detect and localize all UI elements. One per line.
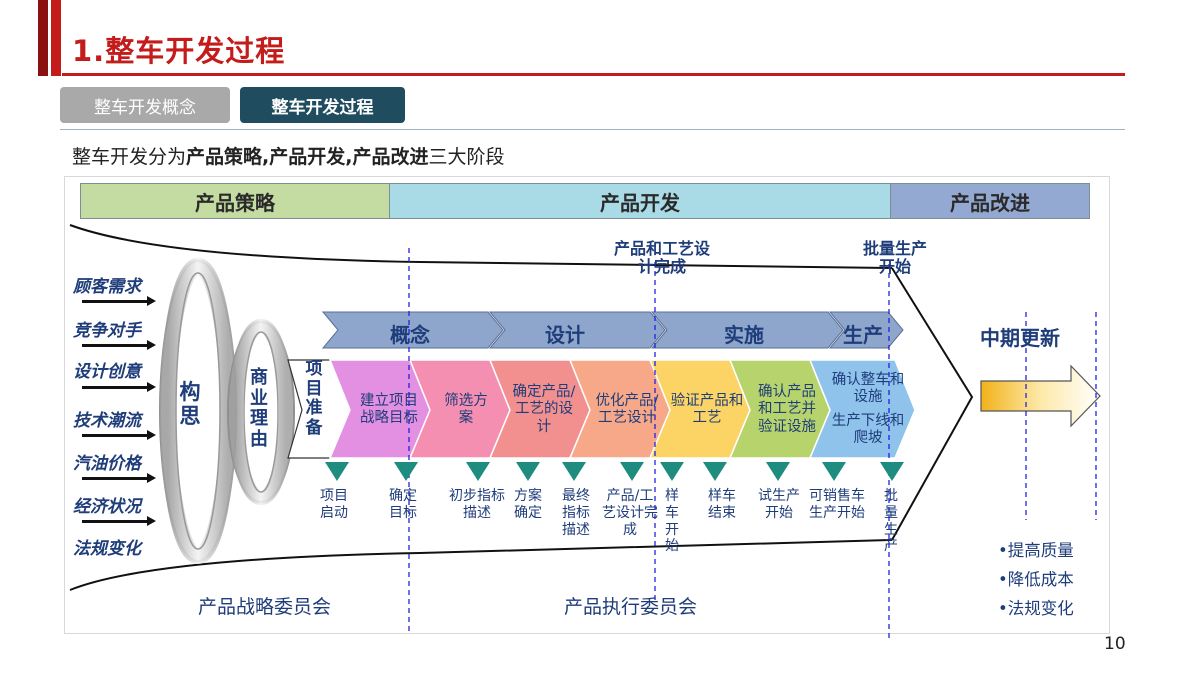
phase-product-improvement: 产品改进 [890,183,1090,219]
benefit-regulation-changes: •法规变化 [998,599,1074,618]
page-number: 10 [1104,634,1126,654]
stage-confirm-vehicle-label: 确认整车和设施 [831,372,905,406]
stage-confirm-vehicle: 确认整车和设施 生产下线和爬坡 [830,372,906,448]
subphase-execution: 实施 [724,322,764,347]
subphase-chevron-concept [321,311,504,349]
committee-product-execution: 产品执行委员会 [564,596,698,618]
intro-sep: , [262,146,270,168]
milestone-prototype-end: 样车结束 [708,488,736,521]
midterm-update-arrow [980,364,1101,428]
subphase-chevron-execution [650,311,844,349]
stage-build-strategy-goals: 建立项目战略目标 [360,392,418,426]
business-case-swirl [227,319,295,505]
milestone-project-start: 项目启动 [320,488,348,521]
milestone-final-indicators: 最终指标描述 [562,488,590,538]
milestone-triangle [562,462,586,481]
driver-design-creativity: 设计创意 [73,362,141,382]
milestone-triangle [325,462,349,481]
driver-arrow [82,473,156,483]
tab-vehicle-development-process[interactable]: 整车开发过程 [240,87,405,123]
driver-competitors: 竞争对手 [73,321,141,341]
intro-strategy: 产品策略 [186,146,263,168]
business-case-label: 商业理由 [250,367,268,451]
tab-vehicle-development-concept[interactable]: 整车开发概念 [60,87,230,123]
milestone-trial-production: 试生产开始 [758,488,800,521]
milestone-triangle [822,462,846,481]
benefit-improve-quality: •提高质量 [998,541,1074,560]
subphase-production: 生产 [843,322,883,347]
intro-development: 产品开发 [269,146,346,168]
driver-arrow [82,296,156,306]
intro-suffix: 三大阶段 [428,146,505,168]
stage-confirm-design: 确定产品/工艺的设计 [512,383,576,435]
stage-screen-options: 筛选方案 [444,392,488,426]
driver-economic-conditions: 经济状况 [73,497,141,517]
stage-verify-product: 验证产品和工艺 [670,392,744,426]
milestone-triangle [516,462,540,481]
driver-technology-trends: 技术潮流 [73,411,141,431]
tab-underline [60,129,1125,130]
milestone-initial-indicators: 初步指标描述 [449,488,505,521]
intro-sep: , [345,146,353,168]
title-underline [62,73,1125,76]
milestone-triangle [620,462,644,481]
funnel-bottom-curve [69,539,893,591]
milestone-saleable-production: 可销售车生产开始 [809,488,865,521]
milestone-triangle [660,462,684,481]
driver-arrow [82,382,156,392]
milestone-mass-production: 批量生产 [884,488,898,555]
driver-customer-demand: 顾客需求 [73,277,141,297]
milestone-triangle [880,462,904,481]
big-chevron-outline [891,267,974,541]
intro-prefix: 整车开发分为 [72,146,187,168]
milestone-triangle [703,462,727,481]
intro-improvement: 产品改进 [352,146,429,168]
stage-optimize-design: 优化产品/工艺设计 [595,392,659,426]
project-preparation: 项目准备 [305,359,323,438]
committee-product-strategy: 产品战略委员会 [198,596,332,618]
driver-arrow [82,430,156,440]
driver-gasoline-price: 汽油价格 [73,454,141,474]
milestone-triangle [394,462,418,481]
milestone-design-complete-bottom: 产品/工艺设计完成 [602,488,658,538]
intro-sentence: 整车开发分为产品策略,产品开发,产品改进三大阶段 [72,142,505,169]
funnel-top-curve [69,224,893,269]
benefit-reduce-cost: •降低成本 [998,570,1074,589]
subphase-chevron-production [828,311,904,349]
subphase-design: 设计 [545,322,585,347]
stage-confirm-facilities: 确认产品和工艺并验证设施 [758,383,816,435]
milestone-design-complete: 产品和工艺设计完成 [613,239,710,277]
milestone-confirm-targets: 确定目标 [389,488,417,521]
stage-ramp-up-label: 生产下线和爬坡 [831,412,905,447]
milestone-plan-confirmed: 方案确定 [514,488,542,521]
driver-arrow [82,516,156,526]
driver-arrow [82,340,156,350]
midterm-update-label: 中期更新 [980,326,1060,350]
header-accent-bar-2 [51,0,61,76]
milestone-mass-production-start: 批量生产开始 [862,239,927,277]
page-title: 1.整车开发过程 [72,34,286,68]
subphase-chevron-design [488,311,666,349]
milestone-triangle [466,462,490,481]
header-accent-bar [38,0,48,76]
concept-label: 构思 [179,380,201,429]
milestone-prototype-start: 样车开始 [665,488,679,555]
phase-product-strategy: 产品策略 [80,183,390,219]
milestone-triangle [766,462,790,481]
driver-regulation-changes: 法规变化 [73,539,141,559]
subphase-concept: 概念 [390,322,430,347]
